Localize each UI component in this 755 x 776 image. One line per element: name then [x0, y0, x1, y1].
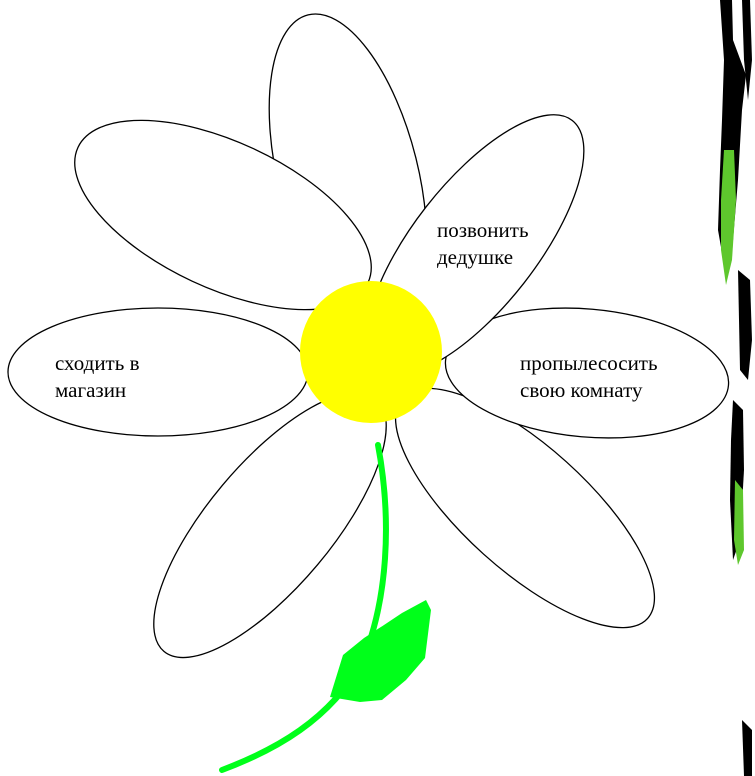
petal-label-right-line2: свою комнату: [520, 377, 658, 404]
petal-label-left: сходить в магазин: [55, 350, 139, 404]
flower-center: [300, 281, 442, 423]
petal-label-upper-right-line1: позвонить: [437, 217, 529, 244]
leaf: [330, 600, 431, 702]
petal-label-right-line1: пропылесосить: [520, 350, 658, 377]
petal-label-right: пропылесосить свою комнату: [520, 350, 658, 404]
petal-label-upper-right-line2: дедушке: [437, 244, 529, 271]
petal-label-left-line1: сходить в: [55, 350, 139, 377]
petal-label-upper-right: позвонить дедушке: [437, 217, 529, 271]
petal-left: [8, 308, 308, 436]
petal-label-left-line2: магазин: [55, 377, 139, 404]
